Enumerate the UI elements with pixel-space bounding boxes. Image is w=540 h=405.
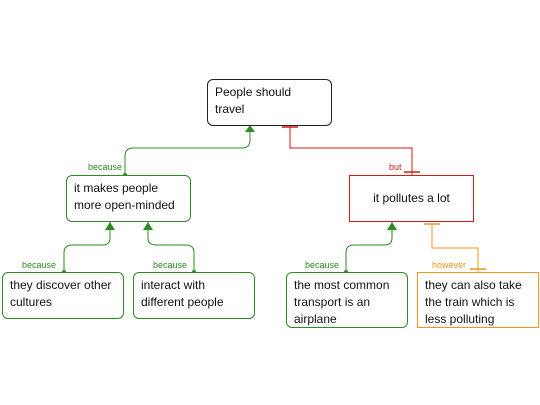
arrowhead-open-minded-right bbox=[143, 222, 153, 230]
arrowhead-root bbox=[245, 125, 255, 132]
node-pollutes-text: it pollutes a lot bbox=[373, 191, 450, 205]
label-however: however bbox=[432, 260, 467, 270]
node-open-minded[interactable]: it makes people more open-minded bbox=[66, 175, 191, 222]
arrowhead-pollutes bbox=[387, 222, 397, 230]
node-interact[interactable]: interact with different people bbox=[133, 272, 255, 319]
node-root-claim[interactable]: People should travel bbox=[207, 79, 332, 126]
label-because-root: because bbox=[88, 162, 123, 172]
connector-pollutes-train bbox=[431, 224, 479, 272]
node-pollutes[interactable]: it pollutes a lot bbox=[349, 175, 474, 222]
label-because-interact: because bbox=[153, 260, 188, 270]
node-train-text: they can also take the train which is le… bbox=[425, 278, 522, 326]
label-because-cultures: because bbox=[22, 260, 57, 270]
label-but: but bbox=[389, 162, 402, 172]
label-because-airplane: because bbox=[305, 260, 340, 270]
connector-open-minded-cultures bbox=[63, 222, 111, 272]
connector-pollutes-airplane bbox=[345, 222, 393, 272]
node-airplane-text: the most common transport is an airplane bbox=[294, 278, 390, 326]
connector-root-pollutes bbox=[289, 127, 413, 175]
node-airplane[interactable]: the most common transport is an airplane bbox=[286, 272, 408, 328]
node-train[interactable]: they can also take the train which is le… bbox=[417, 272, 539, 328]
node-root-text: People should travel bbox=[215, 85, 292, 116]
node-cultures-text: they discover other cultures bbox=[10, 278, 112, 309]
connector-root-open-minded bbox=[124, 125, 251, 175]
node-open-minded-text: it makes people more open-minded bbox=[74, 181, 175, 212]
arrowhead-open-minded-left bbox=[105, 222, 115, 230]
node-cultures[interactable]: they discover other cultures bbox=[2, 272, 124, 319]
connector-open-minded-interact bbox=[147, 222, 195, 272]
node-interact-text: interact with different people bbox=[141, 278, 224, 309]
